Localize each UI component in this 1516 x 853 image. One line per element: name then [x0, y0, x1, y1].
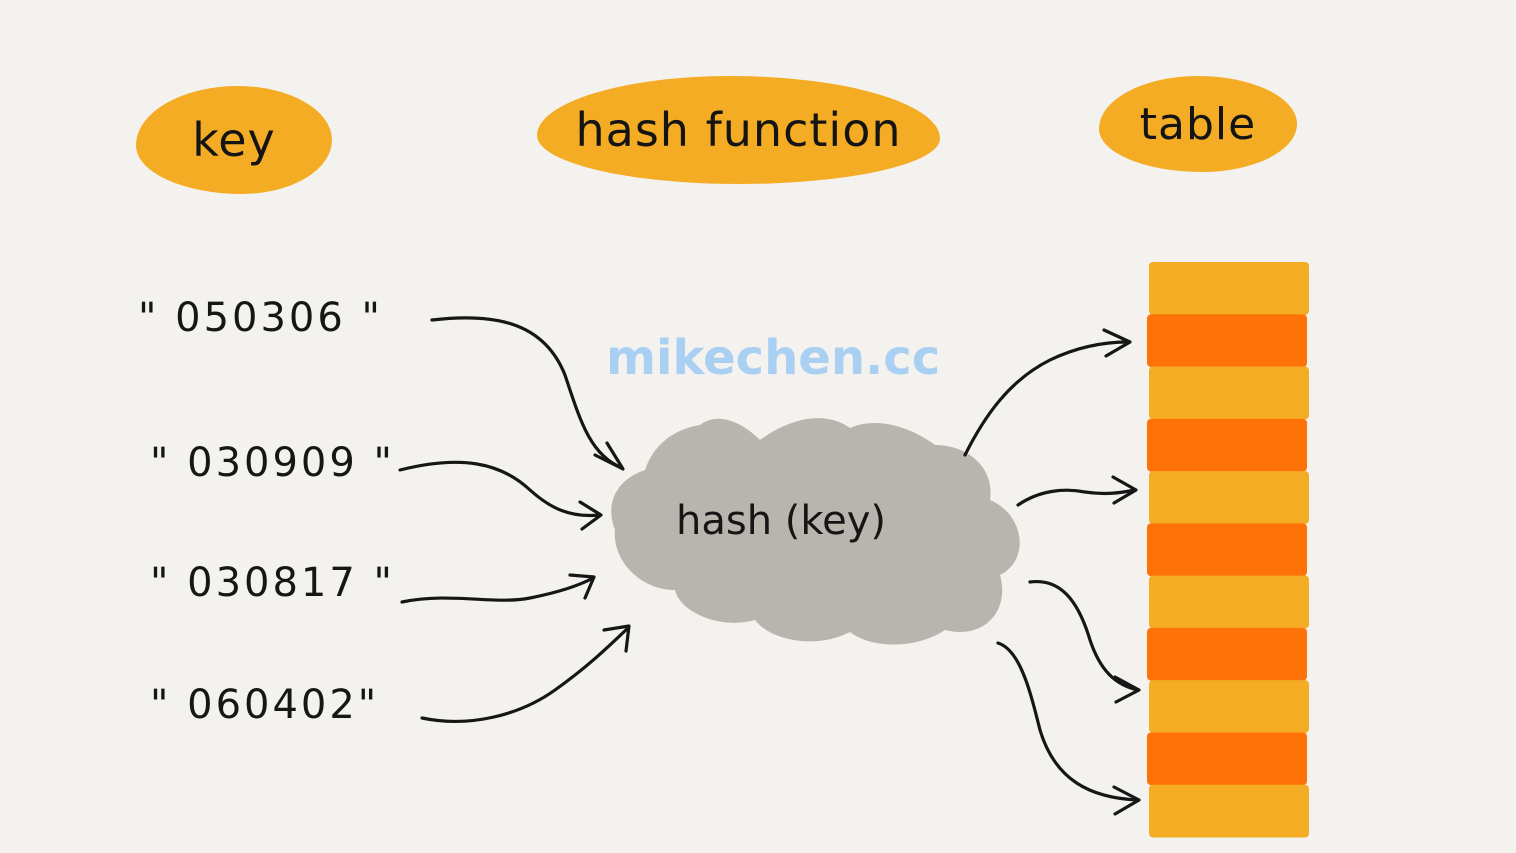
arrow-to-row-2	[963, 340, 1130, 457]
arrowhead-to-row-5	[1111, 475, 1138, 505]
arrow-key-030817	[400, 576, 595, 604]
arrow-to-row-11	[996, 641, 1140, 802]
arrow-key-050306	[430, 316, 624, 470]
key-header-label: key	[192, 113, 276, 167]
table-row-1	[1149, 262, 1309, 315]
key-item-030909: " 030909 "	[150, 440, 395, 486]
table-row-10	[1147, 732, 1307, 786]
table-header: table	[1099, 76, 1297, 172]
hash-function-label: hash (key)	[676, 498, 886, 544]
arrowhead-key-030817	[568, 573, 596, 600]
key-item-060402: " 060402"	[150, 682, 380, 728]
hash-function-header-label: hash function	[575, 103, 902, 157]
table-row-5	[1149, 471, 1309, 524]
key-item-030817: " 030817 "	[150, 560, 395, 606]
arrow-to-row-5	[1016, 488, 1137, 507]
table-row-11	[1149, 784, 1309, 838]
table-row-2	[1147, 314, 1307, 368]
hash-function-header: hash function	[537, 76, 940, 184]
watermark: mikechen.cc	[606, 330, 941, 386]
arrowhead-key-030909	[578, 500, 603, 531]
table-row-8	[1147, 627, 1307, 681]
key-item-050306: " 050306 "	[138, 295, 383, 341]
arrowhead-to-row-2	[1102, 328, 1132, 358]
hash-cloud	[611, 418, 1020, 645]
arrowhead-to-row-9	[1113, 675, 1141, 704]
arrow-key-060402	[420, 626, 630, 723]
table-row-7	[1149, 575, 1309, 629]
key-header: key	[136, 86, 332, 194]
arrowhead-key-050306	[593, 441, 625, 471]
table-row-3	[1149, 366, 1309, 420]
table-row-4	[1147, 418, 1307, 472]
table-row-6	[1147, 523, 1307, 577]
arrowhead-key-060402	[602, 624, 631, 653]
arrow-key-030909	[398, 460, 602, 518]
arrowhead-to-row-11	[1112, 785, 1141, 816]
hash-table	[1147, 262, 1309, 838]
table-header-label: table	[1139, 98, 1257, 150]
arrow-to-row-9	[1028, 579, 1140, 692]
table-row-9	[1149, 680, 1309, 733]
